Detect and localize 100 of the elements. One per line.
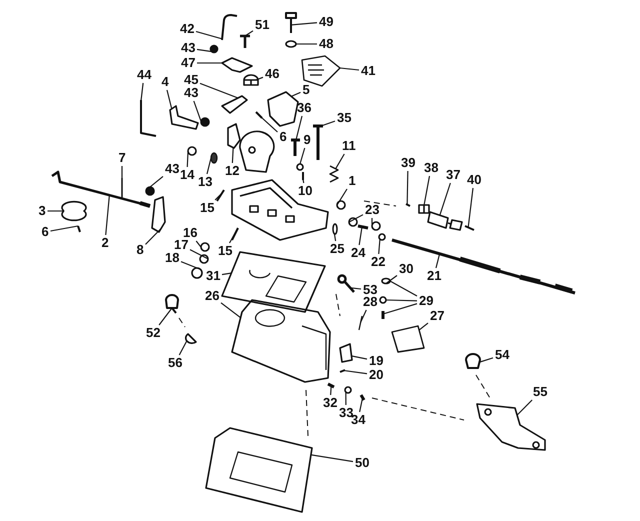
carburetor-body bbox=[231, 179, 329, 241]
pin bbox=[382, 311, 384, 319]
leader-line bbox=[310, 454, 354, 462]
callout-number: 28 bbox=[362, 295, 378, 309]
leader-line bbox=[371, 218, 373, 226]
nut bbox=[145, 186, 155, 196]
pin bbox=[406, 203, 410, 207]
leader-line bbox=[302, 178, 304, 184]
callout-number: 43 bbox=[180, 41, 196, 55]
callout-number: 33 bbox=[338, 406, 354, 420]
callout-number: 4 bbox=[160, 75, 170, 89]
pin bbox=[464, 225, 474, 231]
hinge-bracket bbox=[339, 343, 353, 363]
screw bbox=[285, 12, 297, 34]
leader-line bbox=[48, 210, 64, 212]
spring bbox=[210, 152, 218, 164]
lever-bracket bbox=[227, 123, 241, 149]
callout-number: 1 bbox=[348, 174, 357, 188]
leader-line bbox=[178, 340, 188, 356]
callout-number: 30 bbox=[398, 262, 414, 276]
callout-number: 29 bbox=[418, 294, 434, 308]
leader-line bbox=[197, 62, 222, 64]
gasket bbox=[205, 427, 313, 513]
nut bbox=[379, 296, 387, 304]
float bbox=[391, 325, 425, 353]
choke-lever bbox=[169, 105, 199, 130]
leader-line bbox=[468, 188, 474, 228]
spring bbox=[329, 165, 339, 183]
throttle-cam bbox=[61, 200, 87, 222]
leader-line bbox=[348, 214, 364, 223]
callout-number: 51 bbox=[254, 18, 270, 32]
leader-line bbox=[439, 182, 451, 216]
callout-number: 31 bbox=[205, 269, 222, 283]
callout-number: 15 bbox=[217, 244, 234, 258]
leader-line bbox=[424, 176, 430, 206]
callout-number: 8 bbox=[136, 243, 145, 257]
leader-line bbox=[359, 397, 364, 412]
callout-number: 50 bbox=[354, 456, 370, 470]
leader-line bbox=[435, 254, 440, 268]
leader-line bbox=[50, 225, 78, 232]
packing-nut bbox=[378, 233, 386, 241]
screw bbox=[255, 111, 263, 119]
knob bbox=[427, 211, 463, 231]
callout-number: 17 bbox=[173, 238, 190, 252]
leader-line bbox=[296, 43, 317, 45]
callout-number: 12 bbox=[224, 164, 240, 178]
leader-line bbox=[150, 176, 164, 188]
callout-number: 3 bbox=[38, 204, 47, 218]
leader-line bbox=[229, 228, 238, 244]
leader-line bbox=[105, 195, 110, 236]
callout-number: 55 bbox=[532, 385, 548, 399]
leader-line bbox=[196, 30, 222, 40]
leader-line bbox=[336, 188, 348, 206]
leader-line bbox=[256, 76, 264, 81]
carburetor-housing bbox=[239, 130, 275, 173]
callout-number: 24 bbox=[350, 246, 366, 260]
needle-seat bbox=[336, 200, 346, 210]
callout-number: 43 bbox=[183, 86, 200, 100]
leader-line bbox=[386, 275, 398, 284]
plug bbox=[191, 267, 203, 279]
callout-number: 47 bbox=[180, 56, 196, 70]
callout-number: 39 bbox=[400, 156, 416, 170]
leader-line bbox=[140, 82, 144, 102]
callout-number: 38 bbox=[423, 161, 440, 175]
callout-number: 54 bbox=[494, 348, 510, 362]
leader-line bbox=[345, 392, 346, 405]
leader-line bbox=[200, 82, 238, 99]
callout-number: 32 bbox=[322, 396, 338, 410]
callout-number: 20 bbox=[368, 368, 384, 382]
leader-line bbox=[330, 386, 332, 396]
spring bbox=[296, 163, 304, 171]
washer bbox=[344, 386, 352, 394]
leader-line bbox=[196, 240, 202, 248]
leader-line bbox=[351, 355, 368, 360]
leader-line bbox=[196, 48, 212, 52]
washer bbox=[285, 40, 297, 48]
callout-number: 26 bbox=[204, 289, 220, 303]
screw bbox=[327, 382, 335, 388]
callout-number: 36 bbox=[296, 101, 312, 115]
callout-number: 6 bbox=[40, 225, 50, 239]
leader-line bbox=[145, 228, 162, 245]
leader-line bbox=[299, 148, 306, 164]
callout-number: 25 bbox=[329, 242, 346, 256]
washer bbox=[348, 217, 358, 227]
leader-line bbox=[295, 116, 303, 140]
mounting-bracket bbox=[476, 403, 546, 451]
screw bbox=[238, 34, 252, 50]
callout-number: 41 bbox=[360, 64, 376, 78]
cover-plate bbox=[267, 91, 299, 127]
callout-number: 19 bbox=[368, 354, 384, 368]
bolt bbox=[465, 353, 481, 369]
throttle-shaft bbox=[51, 170, 150, 208]
nut bbox=[243, 74, 259, 86]
washer bbox=[200, 242, 210, 252]
leader-line bbox=[335, 154, 345, 170]
leader-line bbox=[378, 239, 380, 254]
ring bbox=[381, 278, 391, 284]
leader-line bbox=[180, 261, 201, 270]
spring bbox=[187, 146, 197, 156]
sleeve bbox=[418, 204, 430, 214]
